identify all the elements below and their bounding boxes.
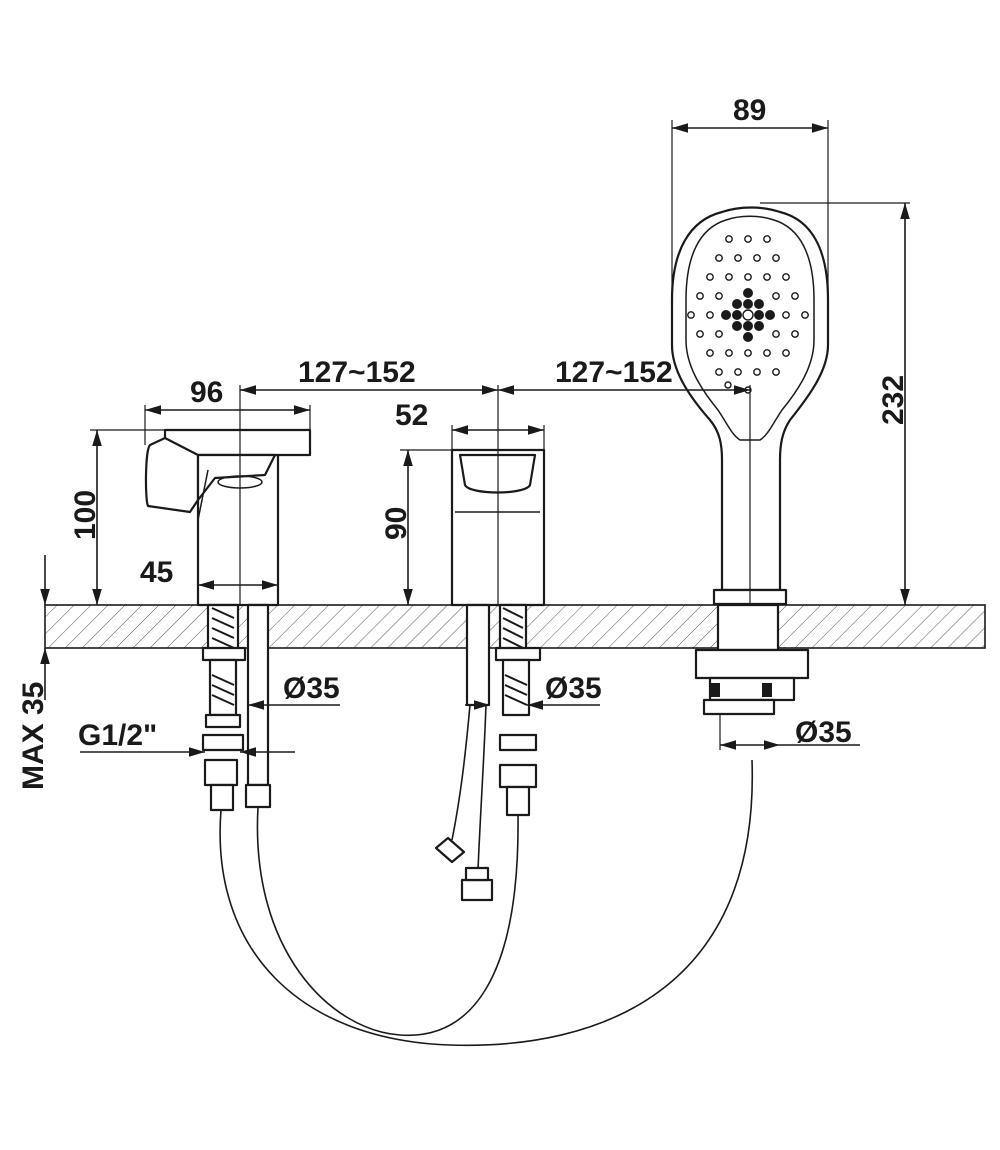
spray-nozzles — [687, 235, 809, 394]
dim-mixer-height: 100 — [69, 490, 102, 540]
mixer-handle — [144, 428, 312, 812]
dim-deck-max: MAX 35 — [17, 682, 50, 790]
dim-spacing-right: 127~152 — [555, 356, 673, 389]
dim-spout-height: 90 — [380, 507, 413, 540]
dim-mixer-base: 45 — [140, 556, 173, 589]
spout — [434, 448, 546, 902]
dimensions: 96 127~152 127~152 52 89 232 100 90 — [17, 94, 910, 790]
dim-spacing-left: 127~152 — [298, 356, 416, 389]
dim-spout-width: 52 — [395, 399, 428, 432]
dim-mixer-width: 96 — [190, 376, 223, 409]
hoses — [219, 759, 753, 1047]
dim-thread: G1/2" — [78, 719, 157, 752]
dim-hole-left: Ø35 — [283, 672, 340, 705]
dim-shower-width: 89 — [733, 94, 766, 127]
dim-shower-height: 232 — [877, 375, 910, 425]
dim-hole-right: Ø35 — [795, 716, 852, 749]
dim-hole-middle: Ø35 — [545, 672, 602, 705]
